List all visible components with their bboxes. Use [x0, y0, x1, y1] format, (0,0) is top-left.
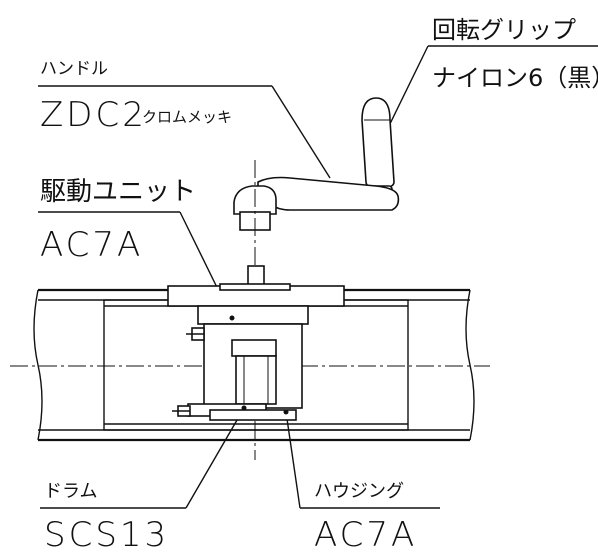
drive-shaft-tip	[247, 265, 265, 287]
grip-name-label: 回転グリップ	[432, 16, 576, 44]
housing-leader-dot	[283, 409, 289, 415]
handle-finish-label: クロムメッキ	[142, 108, 232, 126]
drum-leader-dot	[241, 405, 247, 411]
handle-name-label: ハンドル	[40, 59, 108, 79]
drive-unit	[167, 265, 345, 325]
drum-name-label: ドラム	[44, 481, 97, 502]
rail-left-break	[33, 289, 43, 441]
grip-leader-line	[385, 45, 429, 133]
housing-leader-line	[285, 411, 301, 509]
drive-upper-body	[197, 305, 309, 325]
drum-top-flange	[231, 339, 277, 357]
rail-right-break	[465, 289, 475, 441]
drum-body	[235, 355, 277, 405]
housing-material-label: AC7A	[314, 515, 417, 553]
drive-top-collar	[219, 283, 291, 291]
drum-assembly	[172, 323, 303, 421]
grip-material-label: ナイロン6（黒）	[432, 64, 598, 92]
crank-arm	[257, 176, 400, 211]
drum-leader-line	[185, 407, 245, 509]
handle-leader-line	[271, 85, 331, 179]
housing-name-label: ハウジング	[314, 481, 404, 502]
drum-base-plate	[209, 409, 297, 421]
drive-unit-name-label: 駆動ユニット	[40, 177, 196, 207]
handle-material-label: ZDC2	[40, 95, 147, 135]
drive-unit-leader-dot	[229, 315, 235, 321]
drive-unit-material-label: AC7A	[40, 225, 143, 265]
grip-body	[361, 97, 395, 189]
drum-material-label: SCS13	[44, 515, 169, 553]
